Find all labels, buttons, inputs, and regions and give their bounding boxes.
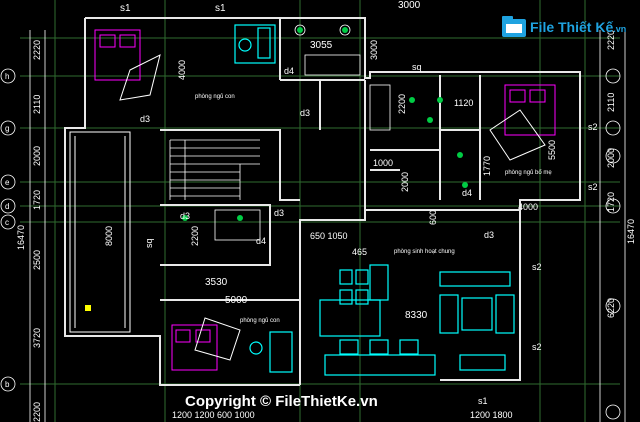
logo-text: File Thiết Kế	[530, 19, 614, 35]
dim-h650-1050: 650 1050	[310, 231, 348, 241]
logo-wordmark: File Thiết Kế.vn	[530, 19, 626, 35]
dim-d3-b: d3	[140, 114, 150, 124]
top-dim-3000: 3000	[398, 0, 421, 11]
desk-furniture	[234, 24, 293, 373]
bottom-dim-chain: 1200 1200 600 1000	[172, 410, 255, 420]
room-label-bedroom-bottom: phòng ngủ con	[240, 317, 280, 324]
right-dim-1720: 1720	[606, 192, 616, 212]
dim-d3-a: d3	[300, 108, 310, 118]
right-dim-total: 16470	[626, 219, 636, 244]
dim-h3530: 3530	[205, 277, 228, 288]
dim-d4-a: d4	[284, 66, 294, 76]
axis-bubbles-left	[0, 68, 16, 392]
room-label-master-bedroom: phòng ngủ bố mẹ	[505, 169, 552, 176]
axis-label-b: b	[5, 380, 10, 389]
right-dimension-lines	[599, 30, 626, 422]
dim-v2200: 2200	[397, 94, 407, 114]
dim-h1120: 1120	[454, 98, 473, 108]
dim-h8330: 8330	[405, 310, 428, 321]
left-dim-3720: 3720	[32, 328, 42, 348]
room-label-living-room: phòng sinh hoạt chung	[394, 249, 455, 255]
dim-d4-c: d4	[256, 236, 266, 246]
dim-h465: 465	[352, 247, 367, 257]
copyright-watermark: Copyright © FileThietKe.vn	[185, 393, 378, 410]
bottom-dim-s1: s1	[478, 396, 488, 406]
left-dim-1720: 1720	[32, 190, 42, 210]
dim-v2000: 2000	[400, 172, 410, 192]
top-dim-s1-b: s1	[215, 3, 226, 14]
left-dimension-lines	[29, 30, 46, 422]
dim-h1000: 1000	[373, 158, 393, 168]
right-vertical-dims: 2220 2110 2000 1720 6220 16470	[606, 30, 636, 318]
bed-bottom	[171, 317, 241, 371]
left-dim-2000: 2000	[32, 146, 42, 166]
left-dim-2200: 2200	[32, 402, 42, 422]
right-dim-2000: 2000	[606, 148, 616, 168]
left-dim-2220: 2220	[32, 40, 42, 60]
dim-wc-3055: 3055	[310, 40, 333, 51]
dim-v8000: 8000	[104, 226, 114, 246]
dim-v1770: 1770	[482, 156, 492, 176]
bed-master	[489, 84, 556, 161]
bed-top	[94, 29, 161, 101]
bathroom-fixtures	[214, 24, 391, 241]
left-dim-total: 16470	[16, 225, 26, 250]
green-fixtures	[182, 27, 468, 221]
left-vertical-dims: 2220 2110 2000 1720 2500 3720 2200 16470	[16, 40, 42, 422]
room-label-bedroom-top: phòng ngủ con	[195, 93, 235, 100]
right-dim-2110: 2110	[606, 93, 616, 112]
dim-h4000: 4000	[518, 202, 538, 212]
living-furniture	[319, 264, 515, 376]
axis-label-g: g	[5, 124, 9, 133]
balcony	[69, 131, 131, 333]
folder-logo-icon	[502, 16, 526, 37]
dim-v5500: 5500	[547, 140, 557, 160]
dim-d3-c: d3	[484, 230, 494, 240]
dim-d3-d: d3	[180, 211, 190, 221]
top-dim-s1-a: s1	[120, 3, 131, 14]
filethietke-logo: File Thiết Kế.vn	[500, 14, 626, 40]
dim-v3000: 3000	[369, 40, 379, 60]
dim-d3-e: d3	[274, 208, 284, 218]
dim-s2-a: s2	[588, 122, 598, 132]
axis-label-e: e	[5, 178, 10, 187]
dim-h5000: 5000	[225, 295, 248, 306]
dim-sq-b: sq	[144, 238, 154, 248]
dim-v4000: 4000	[177, 60, 187, 80]
staircase	[169, 139, 260, 200]
dim-s2-c: s2	[532, 262, 542, 272]
bottom-dim-right-chain: 1200 1800	[470, 410, 513, 420]
axis-label-h: h	[5, 72, 9, 81]
axis-bubbles-right	[605, 68, 621, 420]
logo-domain: .vn	[613, 24, 627, 34]
right-dim-2220: 2220	[606, 30, 616, 50]
left-dim-2110: 2110	[32, 95, 42, 114]
dim-s2-d: s2	[532, 342, 542, 352]
axis-label-c: c	[5, 218, 9, 227]
dim-v2200b: 2200	[190, 226, 200, 246]
dim-s2-b: s2	[588, 182, 598, 192]
axis-label-d: d	[5, 202, 9, 211]
walls	[64, 17, 581, 386]
dim-sq-a: sq	[412, 62, 422, 72]
right-dim-6220: 6220	[606, 298, 616, 318]
dim-h600: 600	[428, 210, 438, 225]
dim-d4-b: d4	[462, 188, 472, 198]
column-marker	[85, 305, 91, 311]
left-dim-2500: 2500	[32, 250, 42, 270]
